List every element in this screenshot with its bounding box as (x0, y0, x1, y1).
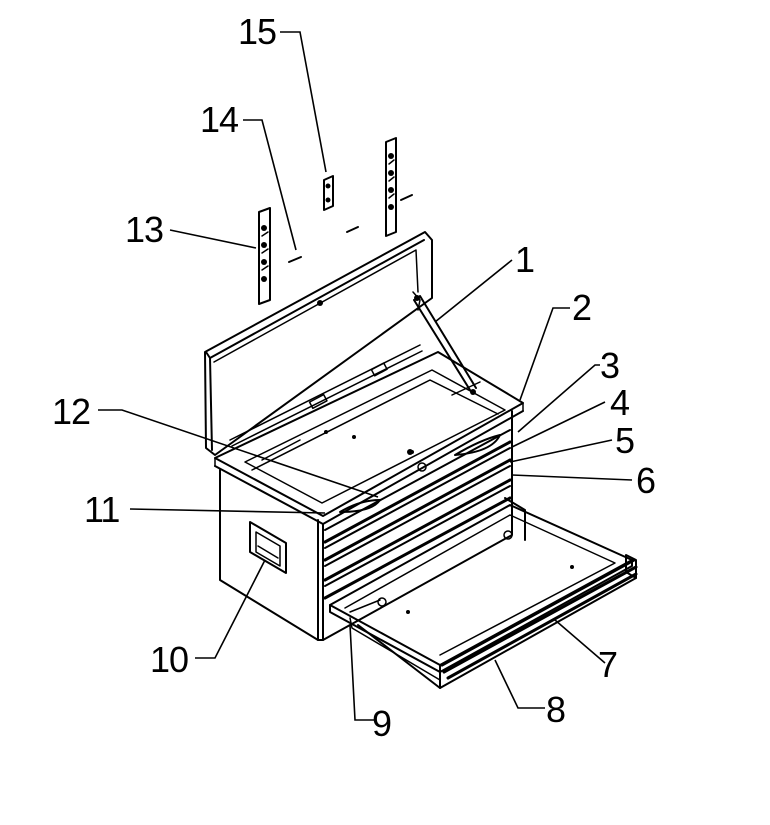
chest-body (214, 351, 524, 641)
hinge-strip-right (385, 137, 397, 237)
callout-7: 7 (598, 644, 617, 685)
open-drawer (329, 497, 638, 689)
callout-labels: 15 14 13 1 2 3 4 5 6 7 8 9 10 11 12 (52, 11, 656, 744)
callout-11: 11 (84, 489, 119, 530)
callout-6: 6 (636, 460, 655, 501)
hinge-strip-13 (258, 207, 271, 305)
chest-lid (204, 231, 433, 456)
callout-14: 14 (200, 99, 238, 140)
drawer-stack (323, 429, 512, 600)
callout-15: 15 (238, 11, 276, 52)
callout-12: 12 (52, 391, 90, 432)
callout-8: 8 (546, 689, 565, 730)
bracket-15 (323, 175, 334, 211)
hinge-pin-14 (288, 194, 413, 263)
callout-2: 2 (572, 287, 591, 328)
callout-9: 9 (372, 703, 391, 744)
leader-lines (98, 31, 633, 721)
callout-5: 5 (615, 420, 634, 461)
callout-1: 1 (515, 239, 534, 280)
side-handle (249, 521, 287, 574)
callout-3: 3 (600, 345, 619, 386)
callout-4: 4 (610, 382, 629, 423)
callout-13: 13 (125, 209, 163, 250)
callout-10: 10 (150, 639, 188, 680)
lid-stay-arm (413, 295, 477, 395)
